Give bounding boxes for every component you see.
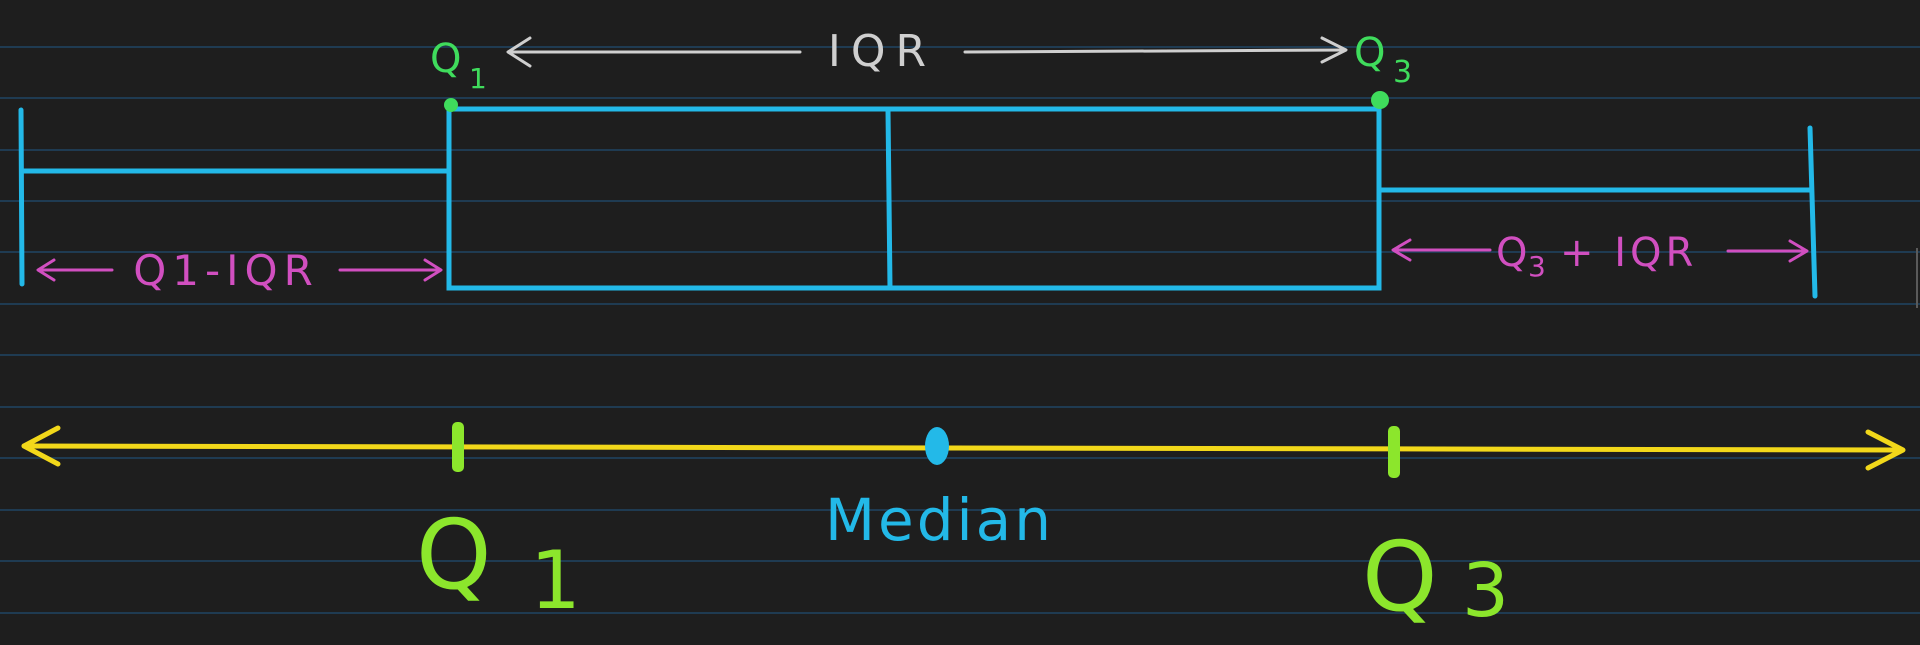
q3-top-label: Q 3 [1354,30,1412,90]
q1-axis-label: Q 1 [416,499,581,627]
q3-top-dot [1371,91,1389,109]
q1-top-dot [444,98,458,112]
left-whisker-end [18,107,25,287]
q1-axis-marker [452,422,464,472]
q1-top-label: Q 1 [430,36,487,95]
number-line [21,425,1906,471]
svg-text:+ IQR: + IQR [1560,230,1697,276]
median-line [885,107,893,291]
q3-axis-marker [1388,426,1400,478]
median-axis-dot [925,427,949,465]
svg-text:Q: Q [1354,30,1385,76]
q3-axis-label: Q 3 [1362,521,1509,634]
left-whisker-text: Q1-IQR [133,246,319,295]
svg-text:1: 1 [469,62,487,95]
svg-text:3: 3 [1528,250,1546,283]
right-whisker-end [1807,125,1818,299]
svg-text:1: 1 [530,534,581,627]
box-plot [18,106,1818,299]
iqr-label: IQR [828,26,936,77]
svg-text:Q: Q [1362,521,1438,633]
right-whisker-text: Q 3 + IQR [1496,230,1697,283]
iqr-box [446,106,1382,291]
ruled-lines [0,46,1920,614]
svg-text:3: 3 [1462,548,1509,634]
iqr-arrow [506,36,1348,68]
svg-text:Q: Q [430,36,461,82]
svg-text:3: 3 [1393,55,1412,90]
median-label: Median [825,486,1054,554]
svg-text:Q: Q [1496,230,1527,276]
right-whisker-label [1391,238,1809,263]
svg-text:Q: Q [416,499,492,611]
left-whisker-label [36,258,443,282]
